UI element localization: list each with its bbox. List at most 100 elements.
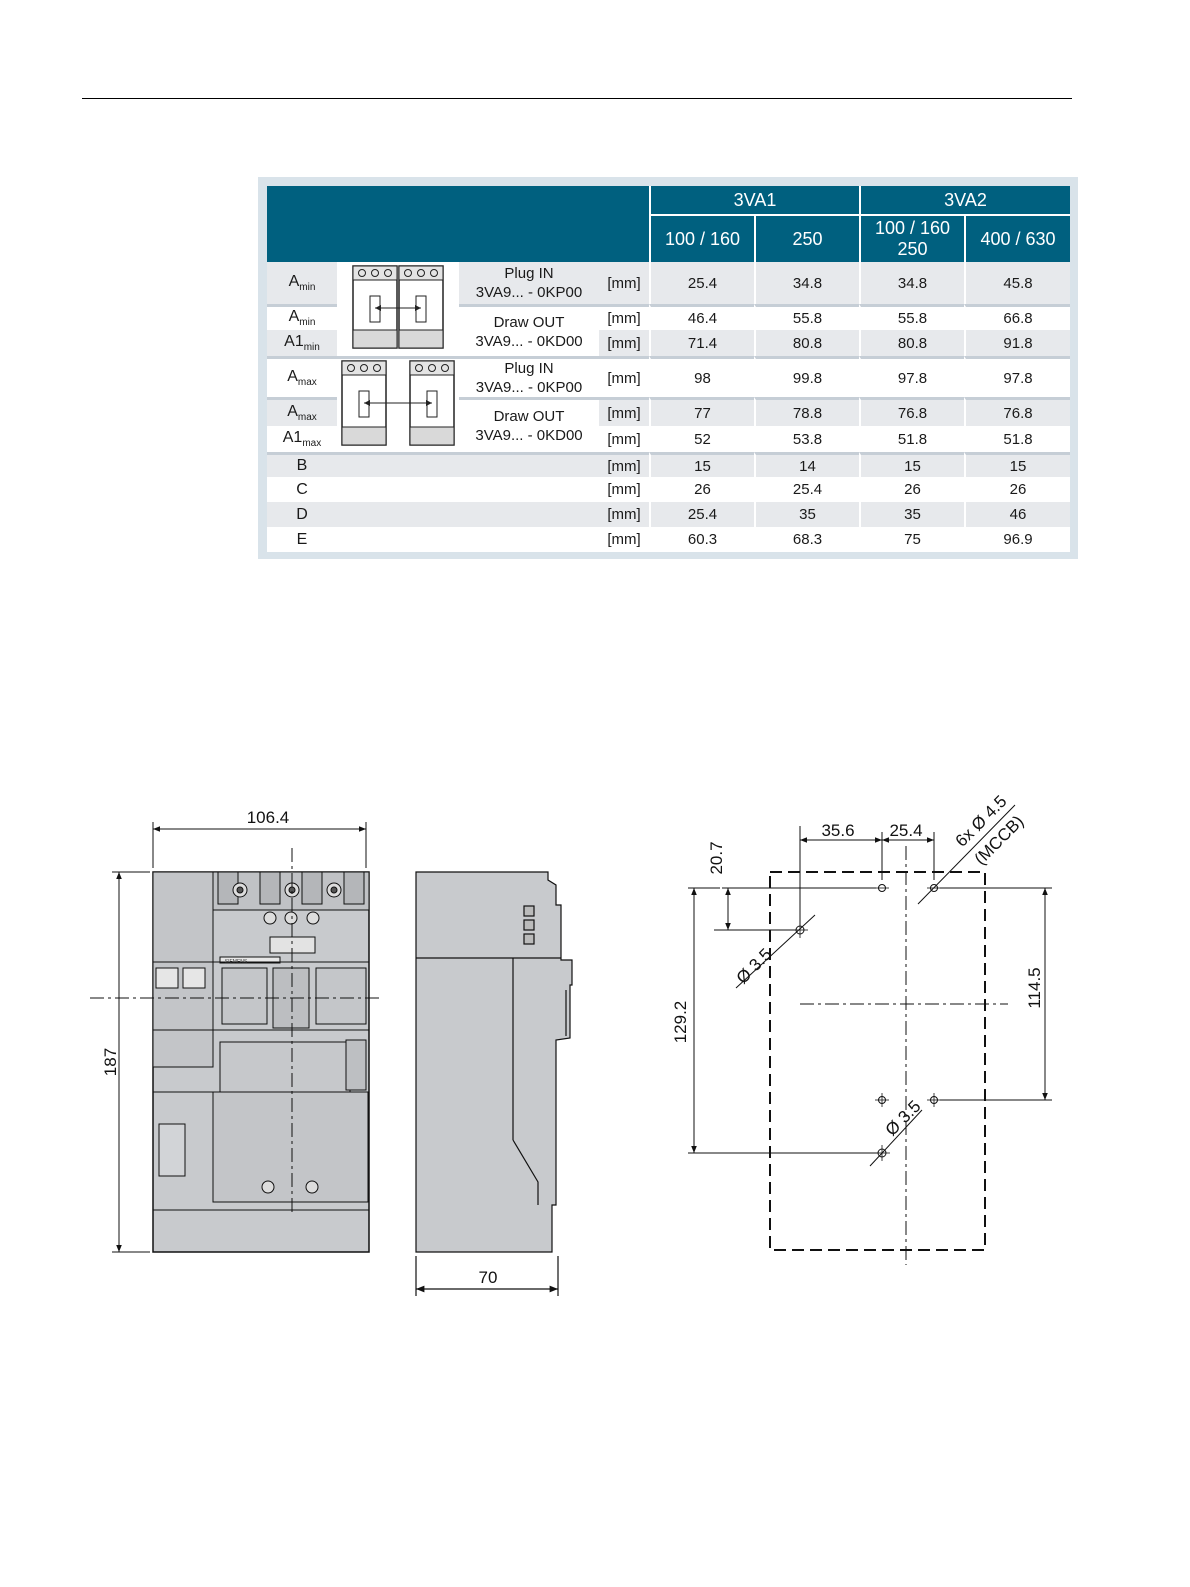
plug-in-max-desc: Plug IN 3VA9... - 0KP00 [459, 356, 599, 397]
row-symbol: E [267, 527, 337, 552]
subheader-line2: 250 [897, 239, 928, 259]
cell-value: 76.8 [859, 397, 965, 426]
cell-value: 97.8 [964, 356, 1071, 397]
unit-label: [mm] [599, 527, 649, 552]
plug-in-code: 3VA9... - 0KP00 [475, 284, 583, 301]
cell-value: 25.4 [754, 477, 860, 502]
symbol-main: A1 [284, 332, 304, 350]
pattern-dim-129-2: 129.2 [671, 1001, 690, 1044]
row-symbol: B [267, 452, 337, 477]
cell-value: 98 [649, 356, 754, 397]
brand-label: SIEMENS [225, 959, 248, 965]
subheader-3va2-400-630: 400 / 630 [964, 216, 1071, 262]
symbol-sub: min [299, 282, 316, 294]
draw-out-min-desc: Draw OUT 3VA9... - 0KD00 [459, 304, 599, 356]
unit-label: [mm] [599, 356, 649, 397]
cell-value: 80.8 [754, 330, 860, 356]
row-symbol: Amax [267, 397, 337, 426]
row-spacer [337, 502, 599, 527]
cell-value: 14 [754, 452, 860, 477]
symbol-main: A1 [282, 428, 303, 446]
pattern-dim-114-5: 114.5 [1025, 967, 1044, 1008]
symbol-sub: max [297, 377, 317, 389]
cell-value: 15 [859, 452, 965, 477]
unit-label: [mm] [599, 397, 649, 426]
unit-label: [mm] [599, 477, 649, 502]
group-header-3va2: 3VA2 [859, 186, 1071, 216]
cell-value: 97.8 [859, 356, 965, 397]
cell-value: 60.3 [649, 527, 754, 552]
row-symbol: Amin [267, 304, 337, 330]
cell-value: 34.8 [859, 262, 965, 304]
pattern-dim-35-6: 35.6 [821, 821, 854, 840]
cell-value: 35 [859, 502, 965, 527]
draw-out-title: Draw OUT [493, 408, 565, 425]
cell-value: 34.8 [754, 262, 860, 304]
subheader-line1: 100 / 160 [874, 218, 951, 238]
cell-value: 91.8 [964, 330, 1071, 356]
cell-value: 71.4 [649, 330, 754, 356]
symbol-sub: max [297, 412, 317, 424]
subheader-3va1-250: 250 [754, 216, 860, 262]
cell-value: 26 [964, 477, 1071, 502]
cell-value: 25.4 [649, 262, 754, 304]
width-dimension-label: 106.4 [247, 808, 290, 827]
cell-value: 96.9 [964, 527, 1071, 552]
dimension-table: 3VA1 3VA2 100 / 160 250 100 / 160 250 40… [267, 186, 1071, 552]
row-spacer [337, 452, 599, 477]
draw-out-max-desc: Draw OUT 3VA9... - 0KD00 [459, 397, 599, 452]
row-symbol: A1min [267, 330, 337, 356]
table-header-blank [267, 186, 649, 262]
cell-value: 35 [754, 502, 860, 527]
cell-value: 77 [649, 397, 754, 426]
cell-value: 46.4 [649, 304, 754, 330]
cell-value: 26 [649, 477, 754, 502]
unit-label: [mm] [599, 502, 649, 527]
plug-in-title: Plug IN [504, 265, 554, 282]
device-pair-max-graphic [341, 360, 455, 446]
symbol-main: A [287, 367, 298, 385]
hole-label-upper: Ø 3.5 [733, 945, 776, 988]
cell-value: 68.3 [754, 527, 860, 552]
plug-in-min-illustration [337, 262, 459, 356]
cell-value: 51.8 [859, 426, 965, 452]
device-pair-min-graphic [352, 264, 444, 349]
cell-value: 53.8 [754, 426, 860, 452]
mounting-holes-label: 6x Ø 4.5 [952, 792, 1011, 851]
pattern-dim-20-7: 20.7 [707, 841, 726, 874]
row-symbol: C [267, 477, 337, 502]
unit-label: [mm] [599, 262, 649, 304]
group-header-3va1: 3VA1 [649, 186, 860, 216]
plug-in-max-illustration [337, 356, 459, 452]
cell-value: 25.4 [649, 502, 754, 527]
row-symbol: Amax [267, 356, 337, 397]
cell-value: 52 [649, 426, 754, 452]
cell-value: 15 [964, 452, 1071, 477]
symbol-main: A [288, 272, 300, 290]
plug-in-code: 3VA9... - 0KP00 [475, 379, 583, 396]
subheader-3va1-100-160: 100 / 160 [649, 216, 754, 262]
pattern-dim-25-4: 25.4 [889, 821, 922, 840]
cell-value: 46 [964, 502, 1071, 527]
header-rule [82, 98, 1072, 99]
cell-value: 78.8 [754, 397, 860, 426]
row-symbol: D [267, 502, 337, 527]
cell-value: 26 [859, 477, 965, 502]
height-dimension-label: 187 [101, 1048, 120, 1076]
cell-value: 66.8 [964, 304, 1071, 330]
plug-in-min-desc: Plug IN 3VA9... - 0KP00 [459, 262, 599, 304]
front-view [90, 822, 380, 1253]
unit-label: [mm] [599, 304, 649, 330]
symbol-main: A [287, 402, 298, 420]
unit-label: [mm] [599, 330, 649, 356]
subheader-3va2-100-160-250: 100 / 160 250 [859, 216, 965, 262]
unit-label: [mm] [599, 452, 649, 477]
plug-in-title: Plug IN [504, 360, 554, 377]
cell-value: 15 [649, 452, 754, 477]
symbol-sub: max [302, 438, 322, 450]
row-spacer [337, 527, 599, 552]
cell-value: 99.8 [754, 356, 860, 397]
side-view [415, 871, 573, 1296]
draw-out-title: Draw OUT [493, 313, 565, 331]
cell-value: 55.8 [859, 304, 965, 330]
